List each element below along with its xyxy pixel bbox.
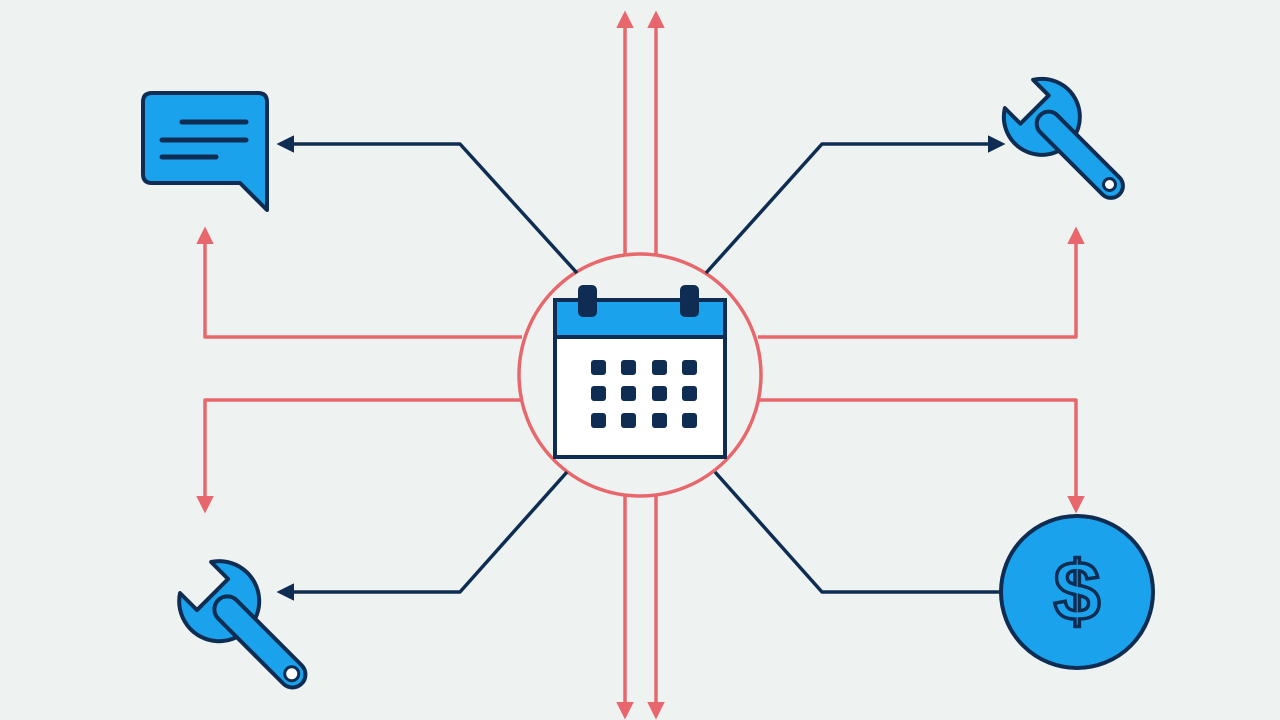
red-path-to-bottom-wrench [196,398,522,514]
red-path-to-top-wrench [758,226,1085,339]
dollar-coin-icon: $ [999,514,1155,670]
wrench-icon [1001,76,1125,200]
calendar-icon [553,285,727,459]
red-connectors [196,10,1085,720]
navy-path-to-bottom-wrench [276,470,569,601]
navy-path-to-top-wrench [704,135,1006,275]
navy-path-to-dollar [713,470,1002,594]
red-path-to-chat [196,226,522,339]
wrench-icon [177,559,308,690]
navy-connectors [276,135,1006,601]
dollar-sign: $ [1054,544,1101,638]
red-path-to-dollar [758,398,1085,514]
navy-path-to-chat [276,135,579,275]
chat-bubble-icon [141,91,269,212]
hub-ring [517,252,763,498]
